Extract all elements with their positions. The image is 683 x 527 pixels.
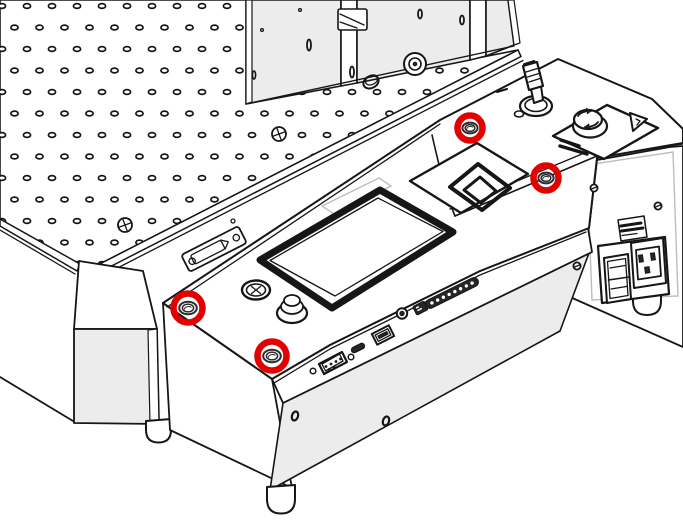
machine-column xyxy=(245,0,521,105)
mounting-insert-highlight xyxy=(254,338,290,374)
dsub-connector xyxy=(309,350,355,376)
jack-screw xyxy=(347,353,355,361)
ghost-outline xyxy=(320,177,393,215)
emergency-stop-button xyxy=(551,103,660,161)
usb-c-port xyxy=(350,342,366,354)
usb-a-port xyxy=(370,324,396,346)
roller-wheel xyxy=(403,52,427,76)
push-button xyxy=(275,294,309,325)
mounting-insert-highlight xyxy=(454,112,486,144)
jack-screw xyxy=(309,367,317,375)
mounting-insert-highlight xyxy=(170,290,206,326)
power-entry-module xyxy=(596,235,671,305)
table-screw xyxy=(271,126,287,142)
rfid-reader-pad xyxy=(408,141,530,215)
device-label xyxy=(617,215,648,242)
latch-bracket xyxy=(181,226,247,272)
mounting-insert-highlight xyxy=(530,162,562,194)
estop-label-text-bars xyxy=(558,138,589,156)
touchscreen-display xyxy=(256,186,457,312)
skirt-hole xyxy=(381,415,391,427)
card-icon-inner xyxy=(462,175,498,205)
iec-power-inlet xyxy=(630,237,667,289)
audio-jack xyxy=(395,307,409,320)
table-corner-post xyxy=(73,260,160,425)
led-status-strip xyxy=(425,277,479,309)
machine-foot xyxy=(266,484,296,515)
skirt-hole xyxy=(290,410,300,422)
machine-foot xyxy=(145,418,172,444)
din-connector xyxy=(240,279,272,301)
column-rail xyxy=(469,0,487,61)
end-inset-panel xyxy=(586,151,679,301)
edge-pin-hole xyxy=(230,218,236,224)
mounting-insert-highlights xyxy=(170,112,562,374)
end-face-screw xyxy=(572,183,663,271)
indicator-led xyxy=(513,110,525,118)
rail-bracket xyxy=(337,8,368,31)
power-rocker-switch xyxy=(603,253,632,304)
card-icon xyxy=(448,162,512,212)
table-screw xyxy=(117,217,133,233)
key-switch xyxy=(496,60,554,118)
column-slots xyxy=(251,7,465,90)
alignment-mark xyxy=(496,88,508,93)
table-base-edge xyxy=(0,376,74,422)
